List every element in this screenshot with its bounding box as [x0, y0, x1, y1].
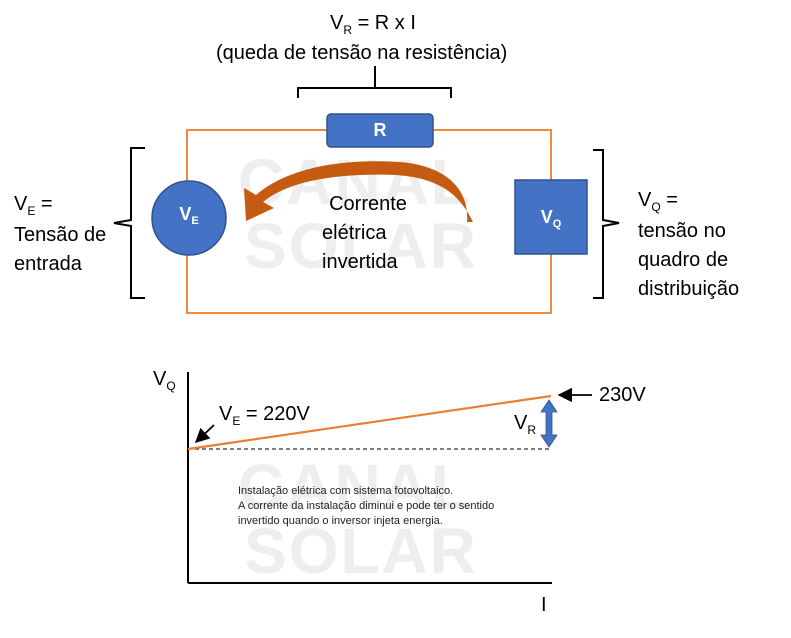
- watermark-line2: SOLAR: [244, 515, 478, 587]
- source-ve-circle: [151, 180, 227, 256]
- graph-y-axis-label: VQ: [153, 368, 176, 393]
- ve-value-label: VE = 220V: [219, 403, 310, 428]
- panel-vq-box: [514, 179, 588, 255]
- right-bracket: [593, 149, 620, 299]
- left-bracket: [113, 147, 145, 299]
- watermark-line2: SOLAR: [244, 210, 478, 282]
- vr-formula: VR = R x I: [330, 12, 416, 37]
- watermark-line1: CANAL: [238, 451, 472, 523]
- resistor-label: R: [373, 120, 387, 140]
- ve-pointer-arrow: [194, 424, 215, 443]
- source-ve-label: VE: [179, 204, 199, 227]
- vr-graph-label: VR: [514, 412, 537, 437]
- graph-x-axis-label: I: [541, 594, 547, 616]
- top-brace: [297, 66, 452, 98]
- vr-caption: (queda de tensão na resistência): [216, 42, 508, 64]
- graph-voltage-line: [187, 394, 552, 451]
- graph-notes: Instalação elétrica com sistema fotovolt…: [238, 485, 495, 527]
- current-arrow-icon: [244, 161, 473, 222]
- ve-description: VE = Tensão de entrada: [14, 193, 107, 275]
- vq-description: VQ = tensão no quadro de distribuição: [638, 189, 740, 300]
- watermark-lower: CANAL SOLAR: [238, 455, 478, 583]
- end-value-label: 230V: [599, 384, 646, 406]
- panel-vq-label: VQ: [540, 207, 562, 230]
- resistor: [326, 113, 434, 148]
- current-label: Corrente elétrica invertida: [322, 193, 407, 273]
- vr-double-arrow-icon: [540, 399, 558, 448]
